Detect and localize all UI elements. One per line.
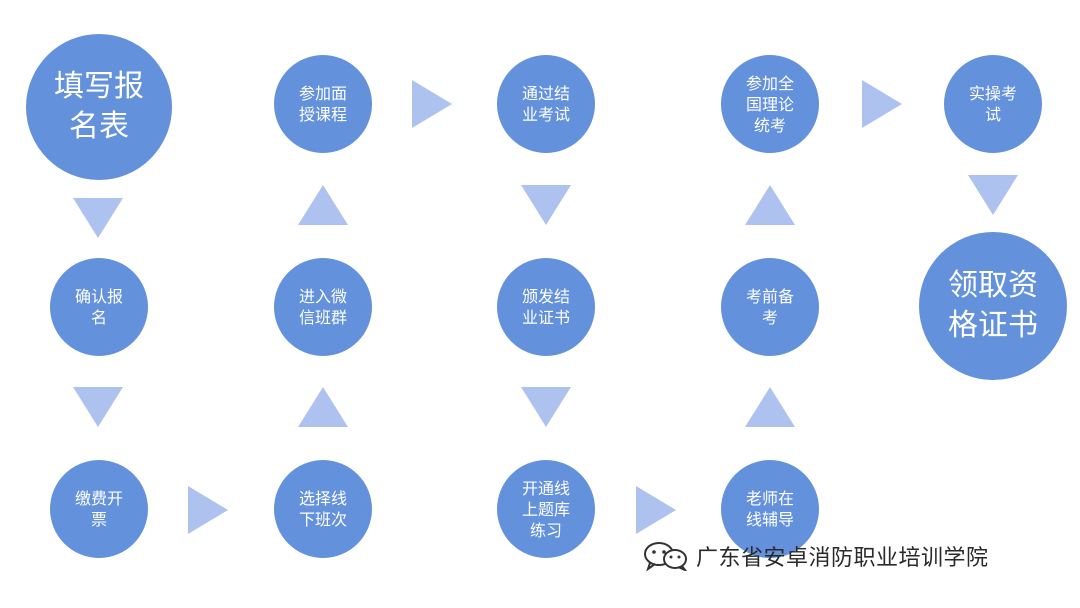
step-teacher-guidance-label: 老师在线辅导	[745, 489, 794, 529]
step-join-wechat-label: 进入微信班群	[298, 287, 347, 327]
step-choose-class-label: 选择线下班次	[298, 489, 347, 529]
step-receive-cert: 领取资格证书	[919, 232, 1067, 380]
step-pass-exam-label: 通过结业考试	[521, 84, 570, 124]
step-open-question-bank: 开通线上题库练习	[497, 460, 595, 558]
arrow-up-4	[745, 185, 795, 225]
arrow-right-4	[862, 80, 902, 128]
arrow-down-4	[521, 387, 571, 427]
arrow-down-5	[968, 175, 1018, 215]
step-pay-invoice-label: 缴费开票	[74, 489, 123, 529]
step-national-exam-label: 参加全国理论统考	[745, 73, 794, 135]
step-issue-cert-label: 颁发结业证书	[521, 287, 570, 327]
step-attend-course-label: 参加面授课程	[298, 84, 347, 124]
watermark-text: 广东省安卓消防职业培训学院	[696, 546, 989, 571]
step-join-wechat: 进入微信班群	[274, 258, 372, 356]
arrow-up-3	[745, 387, 795, 427]
arrow-down-1	[73, 198, 123, 238]
arrow-up-1	[298, 387, 348, 427]
step-open-question-bank-label: 开通线上题库练习	[521, 478, 570, 540]
arrow-right-1	[188, 486, 228, 534]
step-confirm-signup-label: 确认报名	[74, 287, 123, 327]
step-pass-exam: 通过结业考试	[497, 55, 595, 153]
wechat-icon	[644, 542, 687, 571]
step-attend-course: 参加面授课程	[274, 55, 372, 153]
arrow-down-3	[521, 185, 571, 225]
step-teacher-guidance: 老师在线辅导	[721, 460, 819, 558]
arrow-down-2	[73, 387, 123, 427]
arrow-right-3	[636, 486, 676, 534]
step-receive-cert-label: 领取资格证书	[948, 268, 1038, 343]
step-issue-cert: 颁发结业证书	[497, 258, 595, 356]
step-pay-invoice: 缴费开票	[50, 460, 148, 558]
step-pre-exam-prep-label: 考前备考	[745, 287, 794, 327]
step-practical-exam-label: 实操考试	[968, 84, 1017, 124]
watermark: 广东省安卓消防职业培训学院	[642, 540, 989, 572]
step-fill-form-label: 填写报名表	[54, 69, 144, 144]
step-fill-form: 填写报名表	[26, 34, 172, 180]
arrow-up-2	[298, 185, 348, 225]
step-practical-exam: 实操考试	[944, 55, 1042, 153]
step-confirm-signup: 确认报名	[50, 258, 148, 356]
arrow-right-2	[412, 80, 452, 128]
step-national-exam: 参加全国理论统考	[721, 55, 819, 153]
step-pre-exam-prep: 考前备考	[721, 258, 819, 356]
step-choose-class: 选择线下班次	[274, 460, 372, 558]
